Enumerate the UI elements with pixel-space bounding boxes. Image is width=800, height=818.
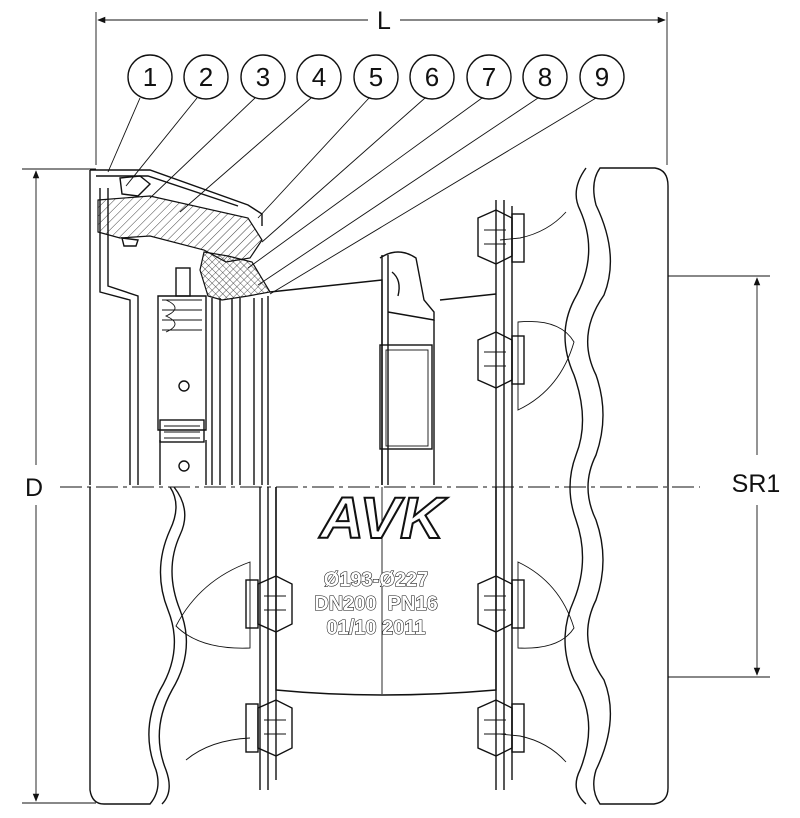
dimension-sr1: SR1 bbox=[668, 275, 781, 678]
dimension-l-label: L bbox=[377, 7, 391, 35]
balloon-1: 1 bbox=[127, 54, 173, 100]
dimension-l: L bbox=[95, 7, 668, 165]
svg-text:4: 4 bbox=[312, 62, 326, 92]
svg-text:9: 9 bbox=[595, 62, 609, 92]
svg-text:5: 5 bbox=[369, 62, 383, 92]
bolts bbox=[245, 209, 525, 757]
svg-text:2: 2 bbox=[199, 62, 213, 92]
balloon-5: 5 bbox=[353, 54, 399, 100]
left-end-cap-outer bbox=[89, 486, 277, 805]
center-body-bottom bbox=[275, 487, 497, 696]
balloon-8: 8 bbox=[522, 54, 568, 100]
date-marking: 01/10 2011 bbox=[327, 617, 426, 639]
bolt-top-right bbox=[477, 209, 525, 265]
bolt-lower-right bbox=[477, 575, 525, 633]
bolt-mid-right bbox=[477, 331, 525, 389]
balloon-3: 3 bbox=[240, 54, 286, 100]
balloon-2: 2 bbox=[183, 54, 229, 100]
size-range-marking: Ø193-Ø227 bbox=[324, 569, 429, 591]
bolt-lower-left bbox=[245, 575, 293, 633]
body-marking: AVK Ø193-Ø227 DN200 PN16 01/10 2011 bbox=[314, 485, 450, 640]
balloon-callouts: 1 2 3 4 5 6 7 8 bbox=[107, 54, 625, 295]
avk-logo: AVK bbox=[318, 486, 448, 551]
bolt-bottom-right bbox=[477, 699, 525, 757]
svg-text:7: 7 bbox=[482, 62, 496, 92]
balloon-4: 4 bbox=[296, 54, 342, 100]
dimension-sr1-label: SR1 bbox=[732, 470, 781, 498]
right-end-cap bbox=[495, 167, 669, 805]
pipe-section bbox=[269, 251, 497, 485]
dimension-d: D bbox=[22, 168, 96, 804]
left-end-cap-section bbox=[89, 169, 271, 485]
svg-text:1: 1 bbox=[143, 62, 157, 92]
balloon-6: 6 bbox=[409, 54, 455, 100]
dimension-d-label: D bbox=[25, 474, 43, 502]
balloon-7: 7 bbox=[466, 54, 512, 100]
nominal-marking: DN200 PN16 bbox=[314, 593, 437, 615]
svg-text:3: 3 bbox=[256, 62, 270, 92]
bolt-bottom-left bbox=[245, 699, 293, 757]
svg-text:6: 6 bbox=[425, 62, 439, 92]
svg-text:8: 8 bbox=[538, 62, 552, 92]
balloon-9: 9 bbox=[579, 54, 625, 100]
